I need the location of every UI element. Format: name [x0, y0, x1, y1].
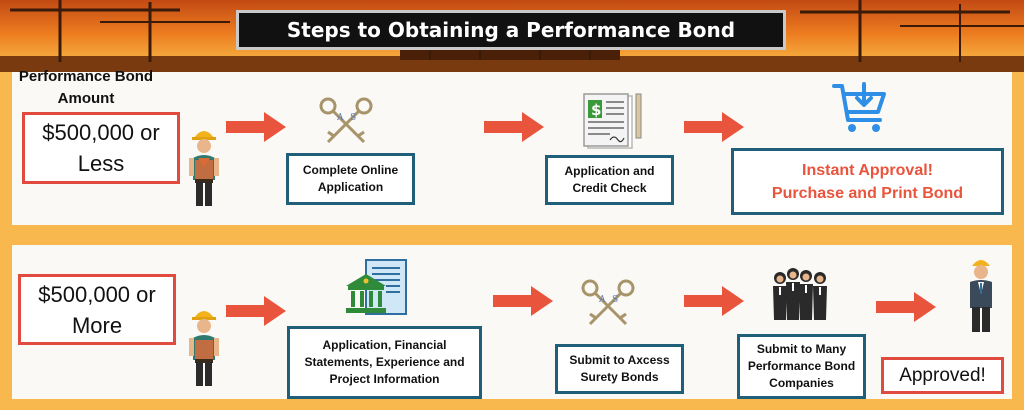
- arrow-right-icon: [684, 112, 744, 142]
- credit-document-icon: $: [583, 93, 642, 149]
- shopping-cart-download-icon: [832, 82, 886, 132]
- construction-worker-icon: [189, 311, 219, 386]
- amount-less-box: $500,000 or Less: [22, 112, 180, 184]
- step-submit-axcess: Submit to Axcess Surety Bonds: [555, 344, 684, 394]
- keys-letter-s: S: [350, 113, 356, 123]
- amount-more-label: $500,000 or More: [38, 281, 156, 338]
- purchase-print-label: Purchase and Print Bond: [771, 184, 964, 202]
- step-label: Complete Online Application: [302, 163, 399, 194]
- step-label: Submit to Axcess Surety Bonds: [569, 353, 670, 384]
- arrow-right-icon: [876, 292, 936, 322]
- business-team-icon: [773, 268, 827, 320]
- step-label: Submit to Many Performance Bond Companie…: [747, 342, 856, 390]
- instant-approval-box: Instant Approval! Purchase and Print Bon…: [731, 148, 1004, 215]
- keys-letter-s: S: [612, 295, 618, 305]
- instant-approval-label: Instant Approval!: [802, 161, 933, 179]
- step-label: Application, Financial Statements, Exper…: [304, 338, 465, 386]
- step-label: Application and Credit Check: [564, 164, 655, 195]
- keys-letter-a: A: [598, 295, 606, 305]
- svg-text:$: $: [591, 101, 601, 119]
- step-application-financial-statements: Application, Financial Statements, Exper…: [287, 326, 482, 399]
- amount-more-box: $500,000 or More: [18, 274, 176, 345]
- step-application-credit-check: Application and Credit Check: [545, 155, 674, 205]
- amount-less-label: $500,000 or Less: [42, 120, 160, 176]
- arrow-right-icon: [226, 112, 286, 142]
- arrow-right-icon: [493, 286, 553, 316]
- arrow-right-icon: [226, 296, 286, 326]
- step-complete-online-application: Complete Online Application: [286, 153, 415, 205]
- crane-silhouettes: [0, 0, 1024, 72]
- bank-statement-icon: [346, 259, 407, 315]
- step-submit-many-companies: Submit to Many Performance Bond Companie…: [737, 334, 866, 399]
- businessman-icon: [970, 260, 992, 332]
- keys-icon: A S: [319, 97, 373, 144]
- arrow-right-icon: [684, 286, 744, 316]
- keys-icon: A S: [581, 279, 635, 326]
- approved-box: Approved!: [881, 357, 1004, 394]
- page-title: Steps to Obtaining a Performance Bond: [236, 10, 786, 50]
- construction-worker-icon: [189, 131, 219, 206]
- approved-label: Approved!: [899, 364, 986, 386]
- arrow-right-icon: [484, 112, 544, 142]
- keys-letter-a: A: [336, 113, 344, 123]
- amount-heading: Performance Bond Amount: [18, 68, 154, 107]
